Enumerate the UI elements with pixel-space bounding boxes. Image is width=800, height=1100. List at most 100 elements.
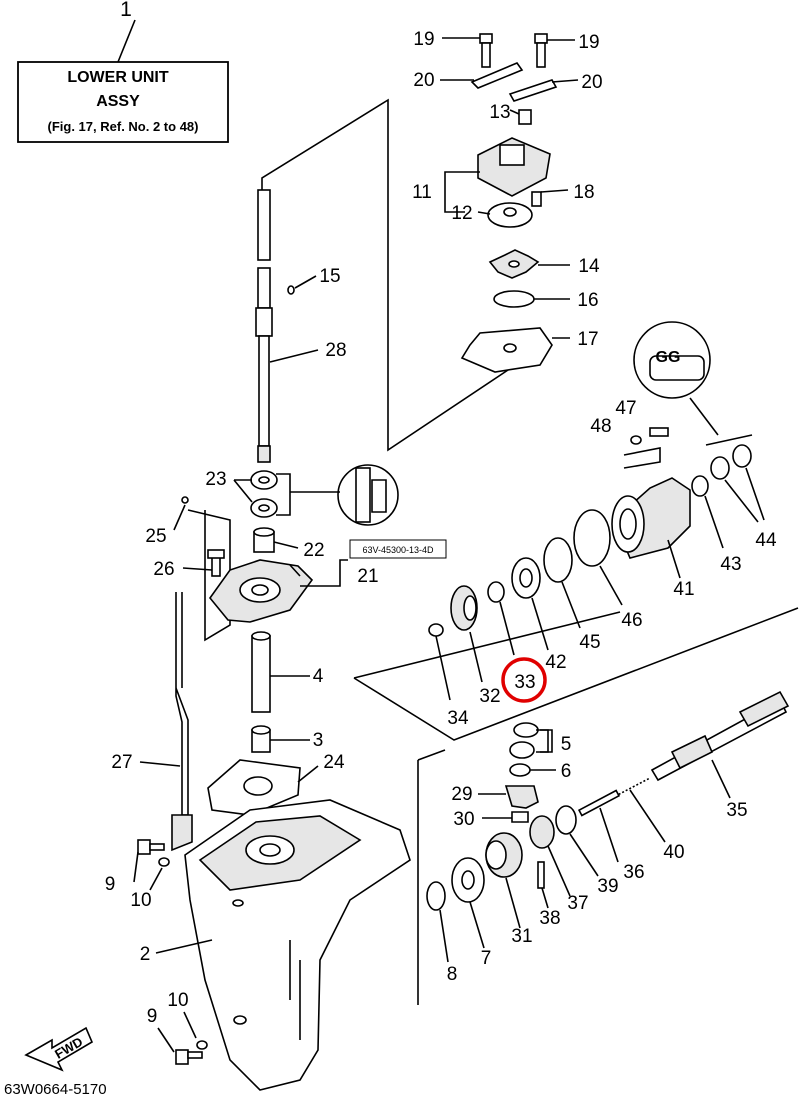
callout-47: 47 — [615, 398, 636, 419]
callout-31: 31 — [511, 926, 532, 947]
callout-2: 2 — [140, 944, 151, 965]
pin-38 — [537, 861, 545, 889]
callout-17: 17 — [577, 329, 598, 350]
callout-labels: 19 19 20 20 13 11 18 12 14 16 17 15 28 4… — [105, 29, 777, 1027]
plate-20-right — [508, 79, 558, 102]
callout-42: 42 — [545, 652, 566, 673]
water-pump-group — [444, 33, 558, 373]
drawing-number: 63W0664-5170 — [4, 1081, 107, 1098]
callout-37: 37 — [567, 893, 588, 914]
bushing-group — [207, 631, 301, 816]
shim-33 — [487, 581, 505, 603]
o-ring-46 — [573, 509, 611, 567]
pinion-29 — [504, 785, 539, 809]
woodruff-key-15 — [287, 285, 295, 295]
assembly-guide-lines — [187, 98, 799, 1005]
callout-40: 40 — [663, 842, 684, 863]
part-note-text: 63V-45300-13-4D — [362, 545, 434, 555]
lower-casing-2 — [184, 799, 411, 1091]
callout-27: 27 — [111, 752, 132, 773]
dog-clutch-37 — [529, 815, 555, 849]
assembly-title-line1: LOWER UNIT — [67, 69, 169, 86]
grease-symbol-text: GG — [656, 349, 681, 366]
oil-seal-44b — [732, 444, 752, 468]
callout-24: 24 — [323, 752, 345, 773]
spring-clip-39 — [555, 805, 577, 835]
callout-16: 16 — [577, 290, 598, 311]
callout-10-lower: 10 — [167, 990, 188, 1011]
callout-9-upper: 9 — [105, 874, 116, 895]
callout-5: 5 — [561, 734, 572, 755]
callout-3: 3 — [313, 730, 324, 751]
callout-20-left: 20 — [413, 70, 434, 91]
bolt-47 — [649, 427, 669, 437]
nut-30 — [511, 811, 529, 823]
callout-14: 14 — [578, 256, 600, 277]
assembly-label-box: 1 LOWER UNIT ASSY (Fig. 17, Ref. No. 2 t… — [17, 0, 229, 143]
callout-41: 41 — [673, 579, 694, 600]
housing-outlet — [499, 144, 525, 166]
grease-symbol-inset: GG — [633, 321, 719, 436]
propeller-shaft-group — [426, 427, 790, 911]
callout-35: 35 — [726, 800, 747, 821]
insert-13 — [518, 109, 532, 125]
bushing-43 — [691, 475, 709, 497]
callout-4: 4 — [313, 666, 324, 687]
washer-48 — [630, 435, 642, 445]
callout-25: 25 — [145, 526, 166, 547]
callout-8: 8 — [447, 964, 458, 985]
dowel-pin-18 — [531, 191, 542, 207]
bolt-19-right — [534, 33, 548, 68]
callout-34: 34 — [447, 708, 469, 729]
callout-13: 13 — [489, 102, 510, 123]
circlip-34 — [428, 623, 444, 637]
callout-6: 6 — [561, 761, 572, 782]
callout-36: 36 — [623, 862, 644, 883]
callout-9-lower: 9 — [147, 1006, 158, 1027]
bolt-19-left — [479, 33, 493, 68]
callout-7: 7 — [481, 948, 492, 969]
callout-11: 11 — [412, 182, 432, 203]
shim-8 — [426, 881, 446, 911]
plate-20-left — [470, 62, 524, 89]
highlight-ring-33 — [501, 657, 547, 703]
callout-39: 39 — [597, 876, 618, 897]
callout-26: 26 — [153, 559, 174, 580]
callout-12: 12 — [451, 203, 472, 224]
assembly-title-line2: ASSY — [96, 93, 140, 110]
callout-20-right: 20 — [581, 72, 602, 93]
bearing-5a — [513, 722, 539, 738]
callout-10-upper: 10 — [130, 890, 151, 911]
o-ring-16 — [493, 290, 535, 308]
washer-6 — [509, 763, 531, 777]
assembly-figure-reference: (Fig. 17, Ref. No. 2 to 48) — [48, 119, 199, 134]
callout-33: 33 — [514, 672, 535, 693]
callout-48: 48 — [590, 416, 611, 437]
callout-19-left: 19 — [413, 29, 434, 50]
washer-10-upper — [158, 857, 170, 867]
drive-shaft-28 — [255, 189, 295, 463]
callout-45: 45 — [579, 632, 600, 653]
washer-10-lower — [196, 1040, 208, 1050]
callout-44: 44 — [755, 530, 777, 551]
bearing-5b — [509, 741, 535, 759]
callout-21: 21 — [357, 566, 378, 587]
callout-46: 46 — [621, 610, 642, 631]
water-pump-housing — [477, 137, 551, 197]
callout-43: 43 — [720, 554, 741, 575]
callout-15: 15 — [319, 266, 340, 287]
o-ring-45 — [543, 537, 573, 583]
callout-38: 38 — [539, 908, 560, 929]
callout-28: 28 — [325, 340, 346, 361]
callout-30: 30 — [453, 809, 474, 830]
bolt-9-lower — [175, 1049, 203, 1065]
oil-seal-44a — [710, 456, 730, 480]
collar-4 — [251, 635, 271, 713]
detail-inset-bearing — [290, 464, 399, 526]
callout-19-right: 19 — [578, 32, 599, 53]
callout-23: 23 — [205, 469, 226, 490]
shift-rod-27 — [171, 592, 193, 852]
bolt-26 — [211, 555, 221, 577]
part-note-box: 63V-45300-13-4D — [349, 539, 447, 559]
